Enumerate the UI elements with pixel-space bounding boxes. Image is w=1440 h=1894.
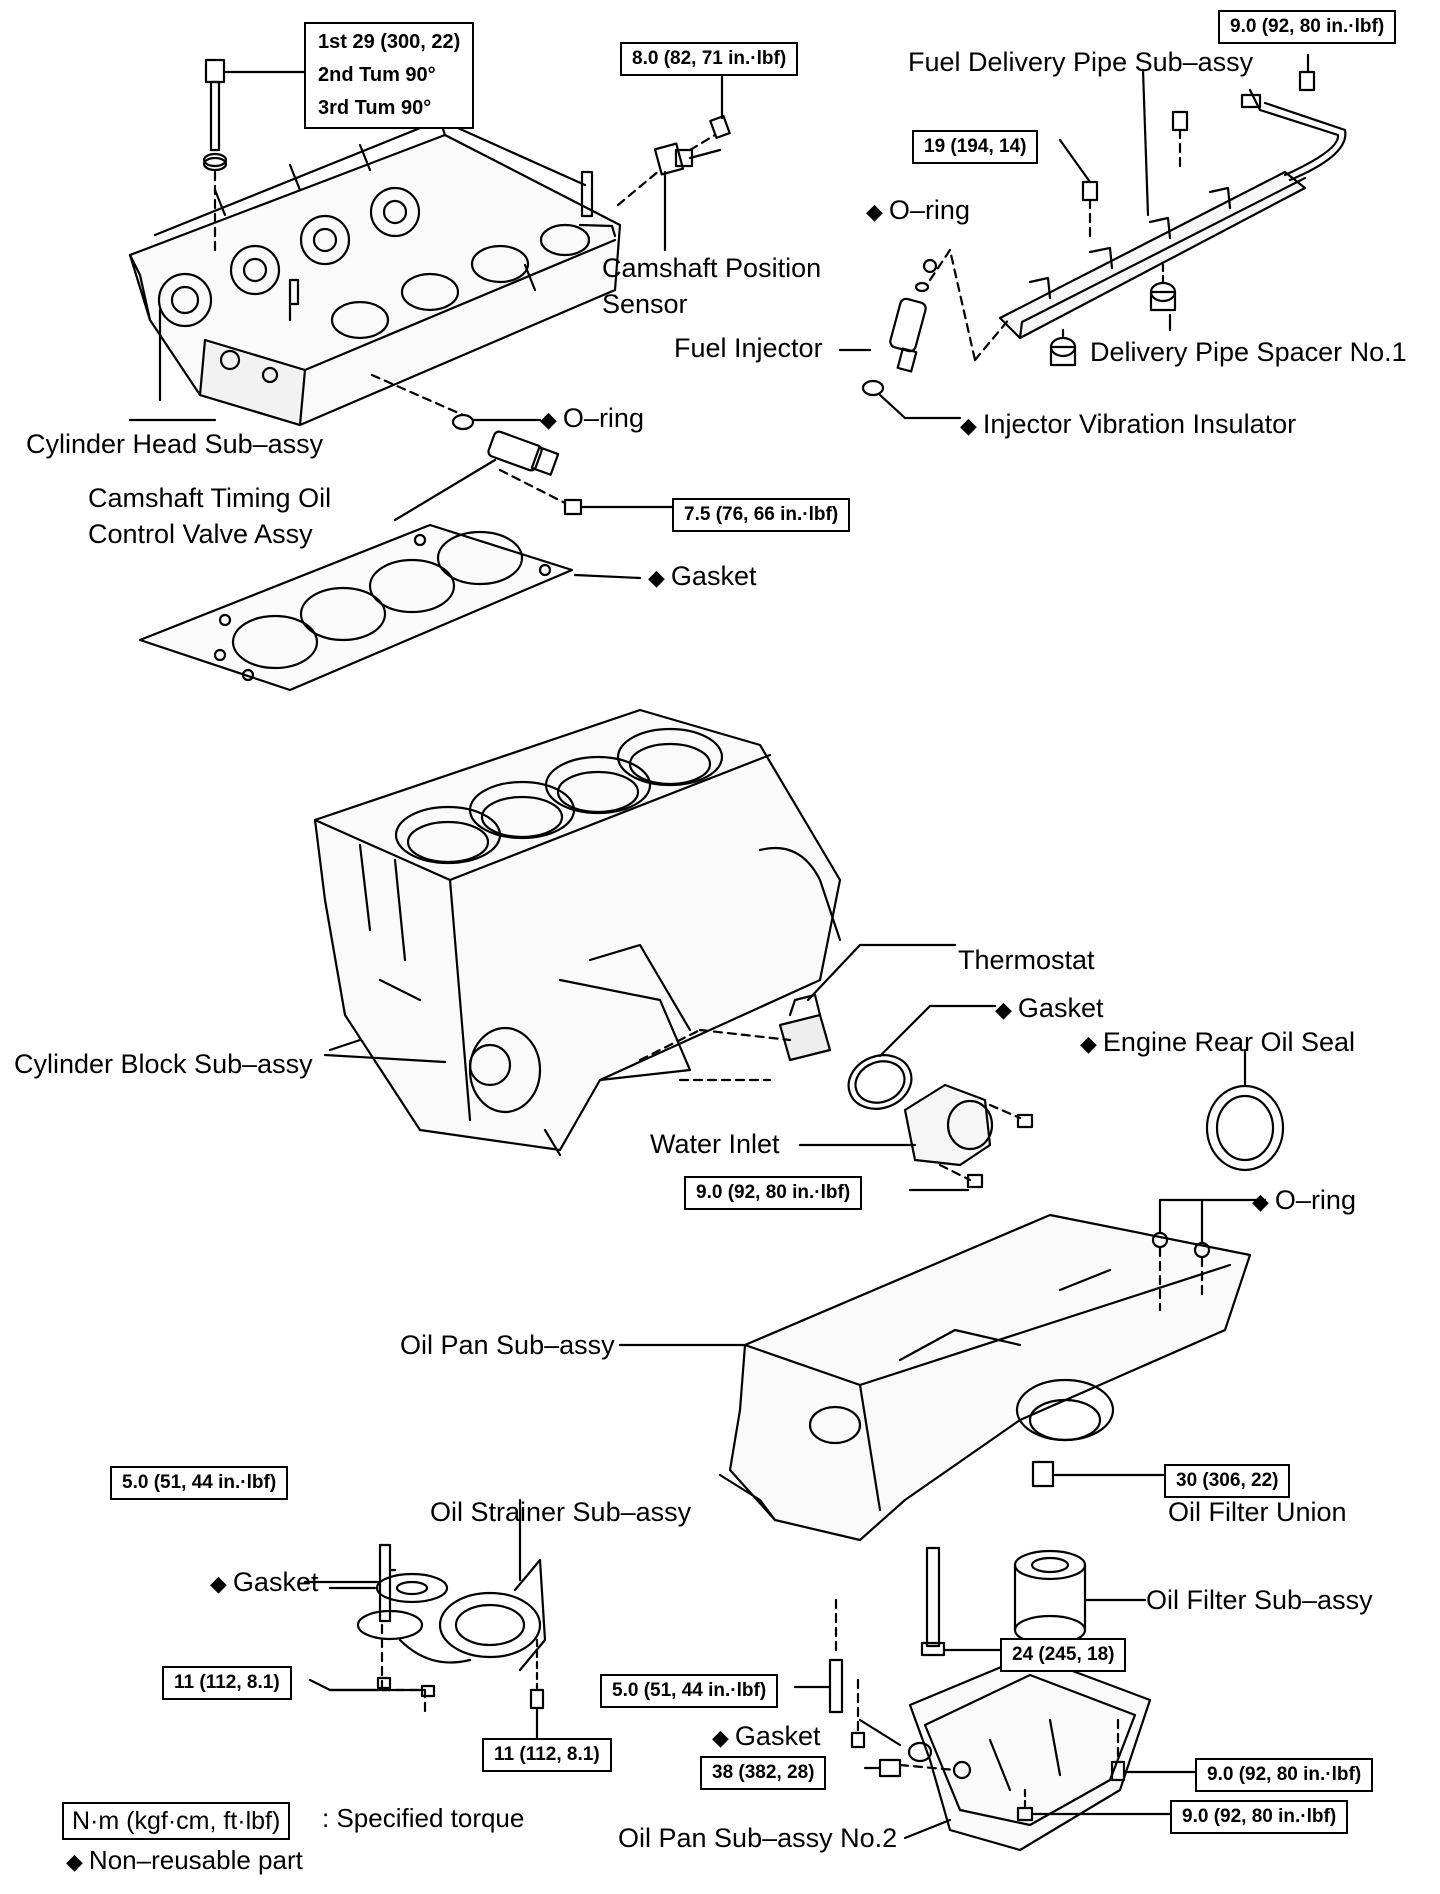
torque-strainer-bolt: 11 (112, 8.1)	[482, 1738, 612, 1772]
label-oil-filter: Oil Filter Sub–assy	[1146, 1585, 1373, 1615]
torque-strainer-stud: 5.0 (51, 44 in.·lbf)	[110, 1466, 289, 1500]
non-reusable-diamond-icon: ◆	[712, 1725, 729, 1750]
label-cylinder-head: Cylinder Head Sub–assy	[26, 429, 324, 459]
head-gasket-drawing	[128, 308, 642, 692]
torque-strainer-nut: 11 (112, 8.1)	[162, 1666, 292, 1700]
non-reusable-diamond-icon: ◆	[866, 199, 883, 224]
label-camshaft-position-sensor-line2: Sensor	[602, 289, 688, 319]
label-oil-pan-no2: Oil Pan Sub–assy No.2	[618, 1823, 898, 1853]
cylinder-block-drawing	[313, 708, 842, 1157]
torque-filter-union: 30 (306, 22)	[1164, 1464, 1291, 1498]
label-oil-filter-union: Oil Filter Union	[1168, 1497, 1347, 1527]
oil-pan-drawing	[618, 1198, 1267, 1542]
label-fuel-injector: Fuel Injector	[674, 333, 823, 363]
torque-pan-bolt: 24 (245, 18)	[1000, 1638, 1127, 1672]
legend-non-reusable: ◆Non–reusable part	[66, 1842, 303, 1880]
label-strainer-gasket: ◆Gasket	[210, 1564, 318, 1602]
thermostat-gasket-text: Gasket	[1017, 993, 1104, 1023]
label-oil-pan: Oil Pan Sub–assy	[400, 1330, 615, 1360]
label-fuel-delivery-pipe: Fuel Delivery Pipe Sub–assy	[908, 47, 1254, 77]
o-ring-ocv-text: O–ring	[562, 403, 644, 433]
head-gasket-text: Gasket	[670, 561, 757, 591]
fuel-delivery-pipe-drawing	[998, 53, 1347, 367]
label-cylinder-block: Cylinder Block Sub–assy	[14, 1049, 313, 1079]
ocv-drawing	[370, 373, 677, 522]
legend-torque-text: : Specified torque	[322, 1803, 525, 1833]
label-water-inlet: Water Inlet	[650, 1129, 780, 1159]
torque-pan2-bolt: 9.0 (92, 80 in.·lbf)	[1195, 1758, 1374, 1792]
rear-oil-seal-drawing	[1205, 1048, 1285, 1172]
non-reusable-diamond-icon: ◆	[540, 407, 557, 432]
camshaft-sensor-drawing	[616, 72, 731, 252]
non-reusable-diamond-icon: ◆	[960, 413, 977, 438]
torque-drain-plug: 38 (382, 28)	[700, 1756, 827, 1790]
label-thermostat-gasket: ◆Gasket	[995, 990, 1103, 1028]
strainer-gasket-text: Gasket	[232, 1567, 319, 1597]
label-o-ring-injector: ◆O–ring	[866, 192, 970, 230]
torque-head-bolt-step3: 3rd Tum 90°	[318, 97, 432, 119]
torque-head-bolt-step1: 1st 29 (300, 22)	[318, 31, 461, 53]
torque-ocv: 7.5 (76, 66 in.·lbf)	[672, 498, 851, 532]
torque-fuel-pipe-top: 9.0 (92, 80 in.·lbf)	[1218, 10, 1397, 44]
label-engine-rear-oil-seal: ◆Engine Rear Oil Seal	[1080, 1024, 1355, 1062]
oil-filter-drawing	[1013, 1460, 1167, 1646]
label-thermostat: Thermostat	[958, 945, 1095, 975]
non-reusable-diamond-icon: ◆	[1080, 1031, 1097, 1056]
torque-delivery-pipe: 19 (194, 14)	[912, 130, 1039, 164]
head-bolt-drawing	[202, 58, 307, 252]
torque-cam-sensor: 8.0 (82, 71 in.·lbf)	[620, 42, 799, 76]
torque-head-bolt-step2: 2nd Tum 90°	[318, 64, 436, 86]
torque-pan-stud: 5.0 (51, 44 in.·lbf)	[600, 1674, 779, 1708]
label-oil-strainer: Oil Strainer Sub–assy	[430, 1497, 692, 1527]
label-camshaft-ocv-line2: Control Valve Assy	[88, 519, 313, 549]
label-delivery-pipe-spacer: Delivery Pipe Spacer No.1	[1090, 337, 1407, 367]
torque-head-bolt: 1st 29 (300, 22) 2nd Tum 90° 3rd Tum 90°	[304, 22, 475, 129]
legend-non-reusable-text: Non–reusable part	[88, 1845, 303, 1875]
drain-gasket-text: Gasket	[734, 1721, 821, 1751]
label-camshaft-ocv-line1: Camshaft Timing Oil	[88, 483, 332, 513]
torque-pan2-nut: 9.0 (92, 80 in.·lbf)	[1170, 1800, 1349, 1834]
cylinder-head-drawing	[128, 118, 622, 427]
torque-water-inlet: 9.0 (92, 80 in.·lbf)	[684, 1176, 863, 1210]
thermostat-drawing	[638, 943, 1034, 1192]
label-o-ring-pan: ◆O–ring	[1252, 1182, 1356, 1220]
oil-strainer-drawing	[303, 1498, 547, 1742]
label-injector-vibration-insulator: ◆Injector Vibration Insulator	[960, 406, 1296, 444]
label-head-gasket: ◆Gasket	[648, 558, 756, 596]
label-camshaft-position-sensor-line1: Camshaft Position	[602, 253, 822, 283]
non-reusable-diamond-icon: ◆	[995, 997, 1012, 1022]
non-reusable-diamond-icon: ◆	[648, 565, 665, 590]
legend-torque-unit: N·m (kgf·cm, ft·lbf)	[62, 1802, 291, 1840]
injector-vibration-insulator-text: Injector Vibration Insulator	[982, 409, 1297, 439]
o-ring-injector-text: O–ring	[888, 195, 970, 225]
engine-rear-oil-seal-text: Engine Rear Oil Seal	[1102, 1027, 1356, 1057]
non-reusable-diamond-icon: ◆	[210, 1571, 227, 1596]
label-drain-gasket: ◆Gasket	[712, 1718, 820, 1756]
oil-pan-no2-drawing	[850, 1653, 1197, 1852]
pan-bolts-drawing	[793, 1546, 1002, 1714]
non-reusable-diamond-icon: ◆	[66, 1849, 83, 1874]
non-reusable-diamond-icon: ◆	[1252, 1189, 1269, 1214]
fuel-injector-drawing	[838, 248, 1012, 420]
label-o-ring-ocv: ◆O–ring	[540, 400, 644, 438]
o-ring-pan-text: O–ring	[1274, 1185, 1356, 1215]
